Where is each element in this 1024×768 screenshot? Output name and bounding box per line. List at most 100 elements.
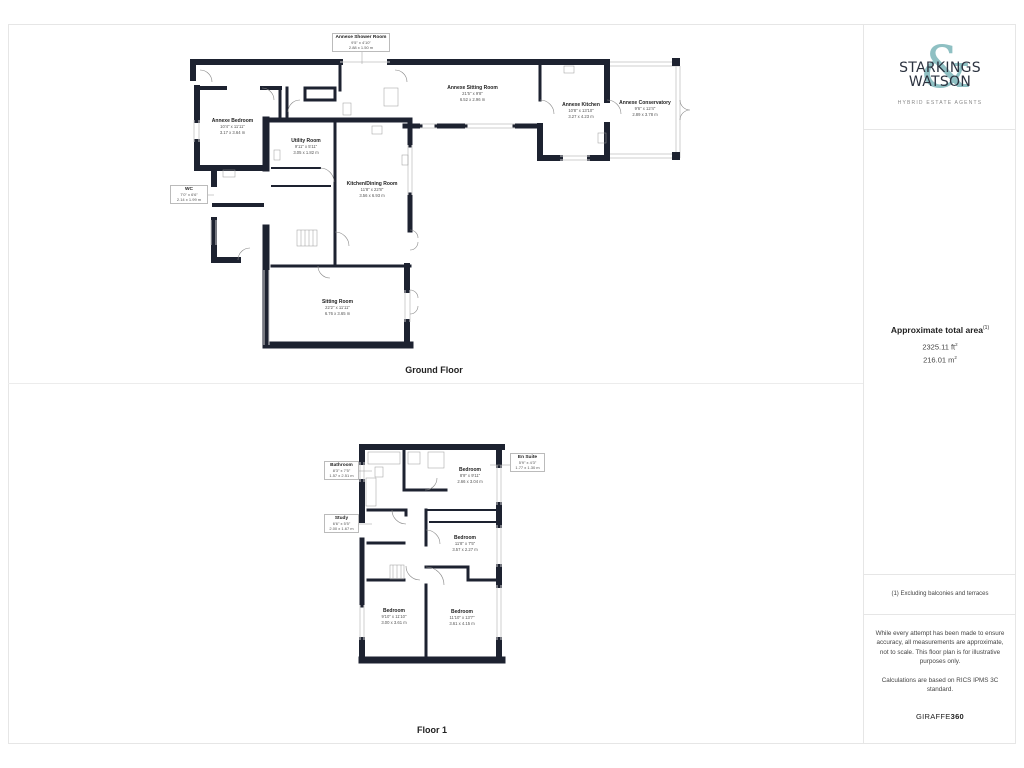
room-label-bedroom-4: Bedroom 11'10" x 13'7" 3.61 x 4.15 m <box>440 609 484 626</box>
floor-label-ground: Ground Floor <box>405 365 463 375</box>
room-name: Bathroom <box>330 463 353 468</box>
room-callout-study: Study 6'6" x 5'5" 2.00 x 1.67 m <box>324 514 359 534</box>
room-dims-imperial: 21'5" x 9'8" <box>462 91 483 97</box>
room-dims-imperial: 11'8" x 22'8" <box>360 187 384 193</box>
room-name: Annexe Conservatory <box>619 100 671 106</box>
room-name: Annexe Shower Room <box>335 35 387 40</box>
room-label-bedroom-2: Bedroom 11'8" x 7'5" 3.57 x 2.27 m <box>443 535 487 552</box>
brand-name-line2: WATSON <box>908 74 972 90</box>
fixtures <box>222 65 607 178</box>
floor-divider <box>8 383 863 384</box>
room-dims-imperial: 10'8" x 13'10" <box>568 108 594 114</box>
room-dims-metric: 2.89 x 3.78 m <box>632 111 658 117</box>
room-label-utility-room: Utility Room 9'11" x 5'11" 3.05 x 1.82 m <box>283 138 329 155</box>
room-dims-metric: 2.14 x 1.99 m <box>176 196 202 202</box>
area-sqm-sup: 2 <box>954 355 957 360</box>
room-dims-metric: 3.61 x 4.15 m <box>449 620 475 626</box>
room-name: Annexe Kitchen <box>562 102 600 108</box>
provider-prefix: GIRAFFE <box>915 712 951 721</box>
room-name: Utility Room <box>291 138 321 144</box>
room-name: Kitchen/Dining Room <box>346 181 398 187</box>
area-sqft-sup: 2 <box>955 342 958 347</box>
room-callout-wc: WC 7'0" x 6'6" 2.14 x 1.99 m <box>170 185 208 205</box>
first-floor-fixtures <box>365 451 445 580</box>
room-callout-bathroom: Bathroom 8'3" x 7'5" 1.57 x 2.51 m <box>324 461 359 481</box>
room-label-annexe-conservatory: Annexe Conservatory 9'6" x 12'4" 2.89 x … <box>614 100 676 117</box>
area-title-note: (1) <box>983 325 990 332</box>
room-dims-metric: 3.05 x 1.82 m <box>293 149 319 155</box>
room-dims-metric: 6.76 x 3.65 m <box>324 310 351 316</box>
area-title: Approximate total area(1) <box>864 325 1016 335</box>
room-callout-en-suite: En Suite 5'9" x 4'3" 1.77 x 1.30 m <box>510 453 545 473</box>
brand-tagline: HYBRID ESTATE AGENTS <box>897 100 983 106</box>
room-dims-imperial: 11'10" x 13'7" <box>449 615 475 621</box>
floor-label-first: Floor 1 <box>416 725 447 735</box>
first-floor-doors <box>391 477 445 586</box>
room-dims-imperial: 9'10" x 11'10" <box>381 614 407 620</box>
brand-name-line1: STARKINGS <box>899 60 981 76</box>
page-frame <box>8 24 1016 744</box>
ground-floor-plan <box>190 59 610 349</box>
room-name: Bedroom <box>383 608 405 614</box>
provider-logo: GIRAFFE360 <box>864 712 1016 721</box>
room-callout-annexe-shower-room: Annexe Shower Room 9'5" x 4'10" 2.88 x 1… <box>332 33 390 53</box>
room-dims-metric: 1.77 x 1.30 m <box>515 464 540 470</box>
room-dims-imperial: 8'9" x 9'11" <box>459 473 481 479</box>
area-sqm: 216.01 m2 <box>864 355 1016 365</box>
room-dims-imperial: 9'5" x 4'10" <box>351 39 371 45</box>
room-dims-metric: 6.52 x 2.96 m <box>459 96 486 102</box>
stairs-ground <box>296 229 318 247</box>
provider-suffix: 360 <box>950 712 965 721</box>
conservatory-posts <box>672 58 680 160</box>
room-label-bedroom-3: Bedroom 9'10" x 11'10" 3.00 x 3.61 m <box>372 608 416 625</box>
disclaimer: While every attempt has been made to ens… <box>875 630 1005 666</box>
area-title-text: Approximate total area <box>890 325 983 335</box>
room-dims-metric: 3.57 x 2.27 m <box>452 546 478 552</box>
room-label-kitchen-dining-room: Kitchen/Dining Room 11'8" x 22'8" 3.56 x… <box>342 181 402 198</box>
room-name: Annexe Sitting Room <box>447 85 498 91</box>
first-floor-windows <box>359 462 502 640</box>
room-label-sitting-room: Sitting Room 22'2" x 11'11" 6.76 x 3.65 … <box>310 299 365 316</box>
room-dims-metric: 3.00 x 3.61 m <box>381 619 407 625</box>
room-dims-metric: 2.66 x 3.04 m <box>457 478 483 484</box>
room-name: En Suite <box>517 455 538 460</box>
room-dims-metric: 3.27 x 4.23 m <box>568 113 594 119</box>
room-label-annexe-sitting-room: Annexe Sitting Room 21'5" x 9'8" 6.52 x … <box>440 85 505 102</box>
room-dims-metric: 2.00 x 1.67 m <box>329 525 354 531</box>
brand-logo: & STARKINGS WATSON HYBRID ESTATE AGENTS <box>864 24 1016 129</box>
area-sqft-value: 2325.11 ft <box>922 342 956 352</box>
room-name: Annexe Bedroom <box>211 118 254 124</box>
room-dims-imperial: 10'4" x 11'11" <box>220 124 245 130</box>
room-dims-imperial: 5'9" x 4'3" <box>518 459 537 465</box>
room-name: WC <box>185 187 193 192</box>
sidebar-divider <box>863 24 864 744</box>
room-dims-imperial: 11'8" x 7'5" <box>454 541 476 547</box>
first-floor-plan <box>358 444 506 664</box>
info-sidebar: & STARKINGS WATSON HYBRID ESTATE AGENTS … <box>864 24 1016 744</box>
windows <box>193 61 681 345</box>
area-sqft: 2325.11 ft2 <box>864 342 1016 352</box>
room-dims-metric: 1.57 x 2.51 m <box>329 472 354 478</box>
area-sqm-value: 216.01 m <box>923 355 955 365</box>
room-label-bedroom-1: Bedroom 8'9" x 9'11" 2.66 x 3.04 m <box>448 467 492 484</box>
logo-ampersand-icon: & <box>920 33 972 101</box>
room-label-annexe-bedroom: Annexe Bedroom 10'4" x 11'11" 3.17 x 3.6… <box>200 118 265 135</box>
logo-section: & STARKINGS WATSON HYBRID ESTATE AGENTS <box>864 24 1016 130</box>
room-dims-imperial: 22'2" x 11'11" <box>325 305 350 311</box>
room-dims-imperial: 6'6" x 5'5" <box>332 520 351 526</box>
room-dims-imperial: 7'0" x 6'6" <box>180 191 198 197</box>
room-dims-imperial: 9'6" x 12'4" <box>634 106 656 112</box>
room-name: Bedroom <box>459 467 481 473</box>
door-swings <box>199 69 691 315</box>
footnote: (1) Excluding balconies and terraces <box>891 591 989 597</box>
room-name: Sitting Room <box>321 299 354 305</box>
room-name: Bedroom <box>451 609 473 615</box>
room-label-annexe-kitchen: Annexe Kitchen 10'8" x 13'10" 3.27 x 4.2… <box>556 102 606 119</box>
room-dims-metric: 3.56 x 6.93 m <box>359 192 385 198</box>
room-dims-imperial: 9'11" x 5'11" <box>294 144 318 150</box>
room-name: Bedroom <box>454 535 476 541</box>
room-dims-metric: 3.17 x 3.64 m <box>219 129 246 135</box>
room-dims-metric: 2.88 x 1.50 m <box>348 44 374 50</box>
calculation-note: Calculations are based on RICS IPMS 3C s… <box>881 677 999 694</box>
